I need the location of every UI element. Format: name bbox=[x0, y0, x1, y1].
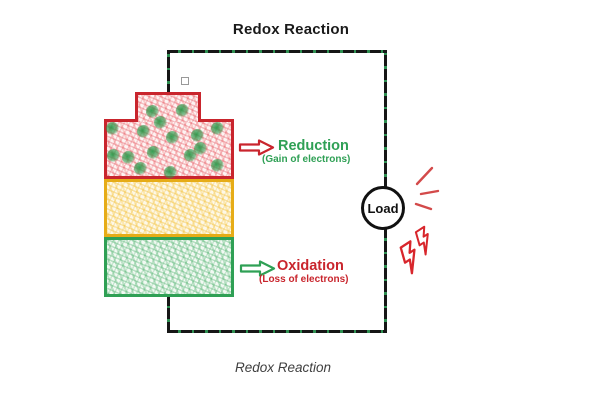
electron-dot bbox=[105, 121, 119, 135]
electron-dot bbox=[193, 141, 207, 155]
reduction-sublabel: (Gain of electrons) bbox=[262, 154, 351, 165]
oxidation-label: Oxidation bbox=[277, 258, 344, 274]
electron-dot bbox=[163, 165, 177, 179]
electron-dot bbox=[121, 150, 135, 164]
wire-right-upper bbox=[384, 50, 387, 188]
electron-dot bbox=[210, 121, 224, 135]
electron-dot bbox=[210, 158, 224, 172]
electron-dot bbox=[133, 161, 147, 175]
oxidation-sublabel: (Loss of electrons) bbox=[259, 274, 349, 285]
cell-terminal-cap bbox=[135, 92, 201, 122]
cell-electrolyte-layer bbox=[104, 179, 234, 237]
electron-dot bbox=[145, 104, 159, 118]
lightning-bolts-icon bbox=[399, 225, 429, 275]
electron-dot bbox=[190, 128, 204, 142]
load-circle: Load bbox=[361, 186, 405, 230]
cell-anode-layer bbox=[104, 237, 234, 297]
electron-dot bbox=[106, 148, 120, 162]
electron-dot bbox=[165, 130, 179, 144]
electron-dot bbox=[183, 148, 197, 162]
wire-cathode-lead bbox=[167, 50, 170, 95]
terminal-marker bbox=[181, 77, 189, 85]
diagram-title: Redox Reaction bbox=[232, 21, 350, 38]
reduction-label: Reduction bbox=[278, 138, 349, 154]
wire-right-lower bbox=[384, 228, 387, 333]
wire-anode-lead bbox=[167, 295, 170, 333]
oxidation-arrow-icon bbox=[239, 260, 276, 277]
reduction-arrow-icon bbox=[238, 139, 275, 156]
electron-dot bbox=[175, 103, 189, 117]
wire-top bbox=[167, 50, 387, 53]
electron-dot bbox=[136, 124, 150, 138]
diagram-caption: Redox Reaction bbox=[234, 360, 332, 375]
electron-dot bbox=[153, 115, 167, 129]
load-label: Load bbox=[367, 200, 399, 216]
wire-bottom bbox=[167, 330, 387, 333]
light-rays-icon bbox=[414, 166, 440, 211]
electron-dot bbox=[146, 145, 160, 159]
